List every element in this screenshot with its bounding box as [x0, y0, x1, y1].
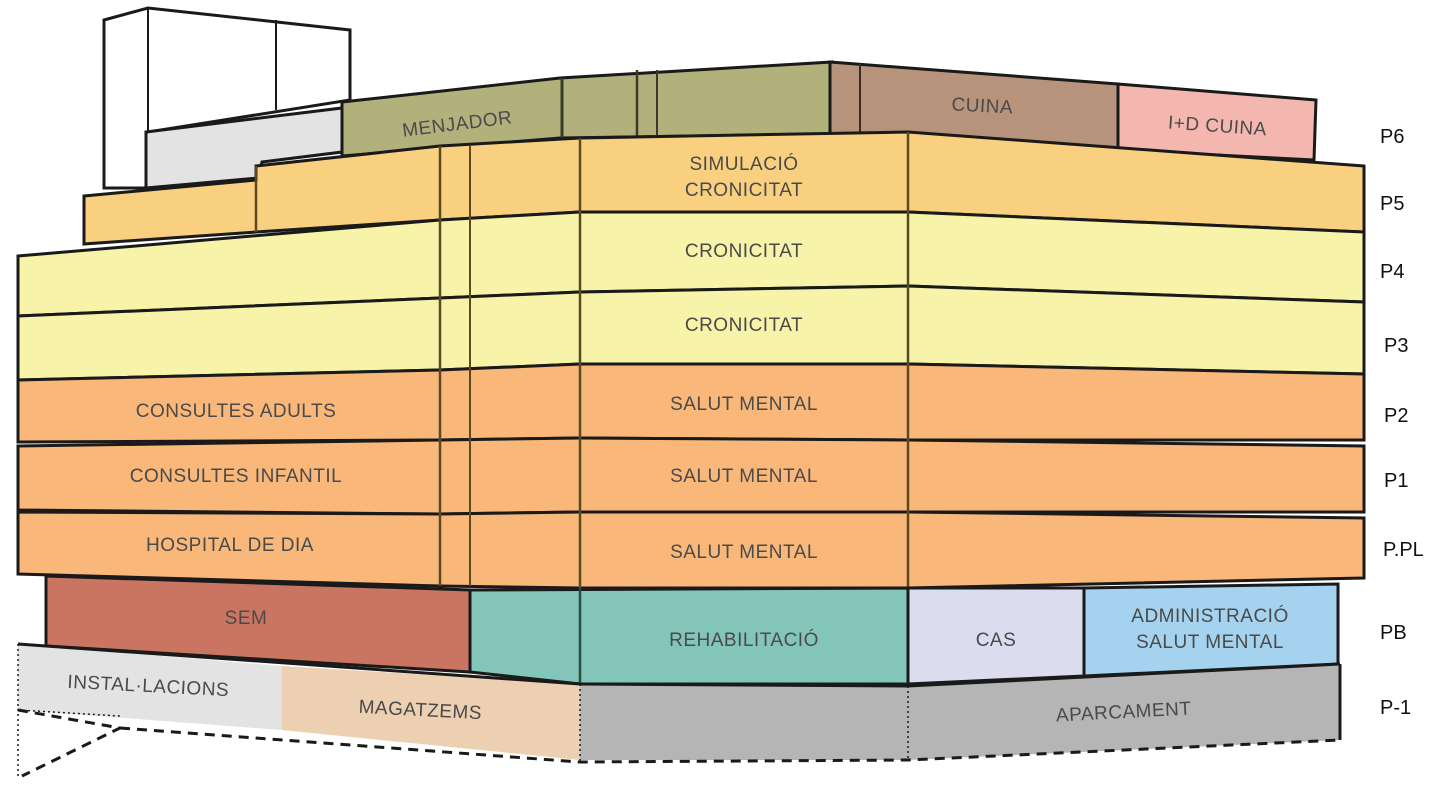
label-salut-mental-p2: SALUT MENTAL — [670, 394, 818, 415]
label-rehabilitacio: REHABILITACIÓ — [669, 629, 819, 651]
floor-p1: CONSULTES INFANTIL SALUT MENTAL — [16, 436, 1366, 516]
label-salut-mental-p1: SALUT MENTAL — [670, 466, 818, 487]
label-administracio-1: ADMINISTRACIÓ — [1131, 605, 1288, 627]
label-cuina: CUINA — [951, 94, 1014, 118]
floor-pb: SEM REHABILITACIÓ CAS ADMINISTRACIÓ SALU… — [44, 574, 1340, 686]
floor-labels: P6 P5 P4 P3 P2 P1 P.PL PB P-1 — [1380, 126, 1424, 719]
floor-label-pb: PB — [1380, 622, 1407, 644]
zone-magatzems — [282, 666, 580, 760]
floor-label-p4: P4 — [1380, 261, 1404, 283]
zone-aparcament — [580, 664, 1340, 760]
label-administracio-2: SALUT MENTAL — [1136, 632, 1284, 653]
basement-top-edge — [17, 642, 1341, 688]
label-cronicitat-p4: CRONICITAT — [685, 241, 803, 262]
label-sem: SEM — [225, 608, 268, 629]
label-cas: CAS — [976, 630, 1017, 651]
floor-label-p6: P6 — [1380, 126, 1404, 148]
zone-simulacio-cronicitat — [82, 130, 1366, 246]
roof-tower-white — [102, 6, 352, 190]
facade-mullions — [438, 132, 910, 588]
basement-dashed-outline — [119, 726, 1341, 764]
label-consultes-infantil: CONSULTES INFANTIL — [130, 466, 342, 487]
floor-label-basement: P-1 — [1380, 697, 1411, 719]
floor-p5: SIMULACIÓ CRONICITAT — [82, 130, 1366, 246]
floor-basement: INSTAL·LACIONS MAGATZEMS APARCAMENT — [17, 642, 1342, 778]
floor-label-p1: P1 — [1384, 470, 1408, 492]
label-simulacio-1: SIMULACIÓ — [689, 153, 798, 175]
floor-label-p2: P2 — [1384, 405, 1408, 427]
floor-label-p5: P5 — [1380, 193, 1404, 215]
zone-id-cuina — [1116, 82, 1318, 162]
zone-ppl — [16, 510, 1366, 590]
label-simulacio-2: CRONICITAT — [685, 180, 803, 201]
label-salut-mental-ppl: SALUT MENTAL — [670, 542, 818, 563]
zone-administracio — [1082, 582, 1340, 678]
basement-dotted-line — [17, 709, 121, 717]
floor-ppl: HOSPITAL DE DIA SALUT MENTAL — [16, 510, 1366, 590]
floor-label-ppl: P.PL — [1383, 539, 1424, 561]
label-hospital-dia: HOSPITAL DE DIA — [146, 535, 314, 556]
label-consultes-adults: CONSULTES ADULTS — [136, 401, 337, 422]
floor-p2: CONSULTES ADULTS SALUT MENTAL — [16, 362, 1366, 444]
zone-installacions — [18, 644, 282, 730]
basement-dashed-outline — [17, 708, 125, 778]
label-cronicitat-p3: CRONICITAT — [685, 315, 803, 336]
floor-label-p3: P3 — [1384, 335, 1408, 357]
